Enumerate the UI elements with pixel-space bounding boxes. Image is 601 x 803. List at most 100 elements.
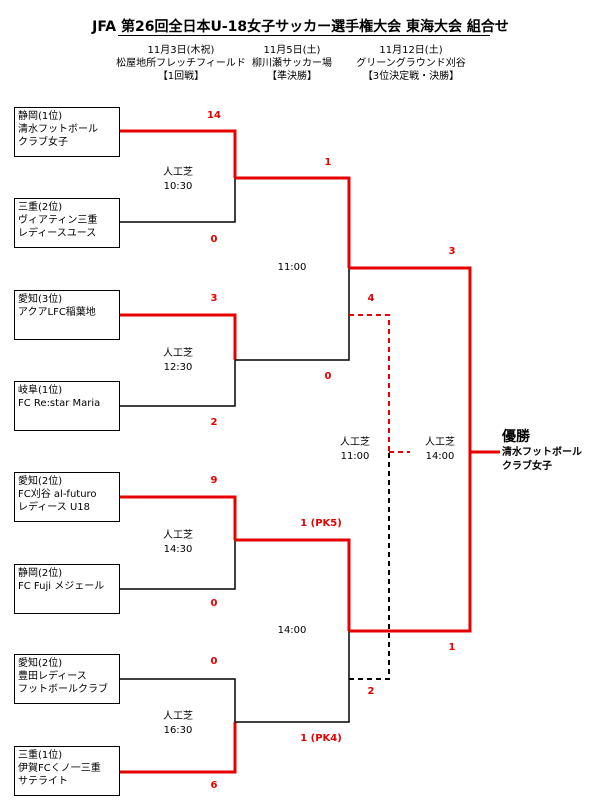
r1m4-bot-line [120, 722, 237, 774]
team-4-name: FC Re:star Maria [18, 398, 101, 409]
team-5-name-cont: レディース U18 [18, 502, 91, 513]
third-venue: 人工芝 11:00 [325, 436, 385, 464]
team-3-name: アクアLFC稲葉地 [18, 307, 96, 318]
team-7-name-cont: フットボールクラブ [18, 684, 108, 695]
r1m3-time: 14:30 [163, 544, 193, 555]
score-final-bot: 1 [448, 642, 456, 653]
r1m2-surface: 人工芝 [163, 348, 193, 359]
round-3-date: 11月12日(土) [379, 45, 443, 56]
score-sf1-top: 1 [324, 157, 332, 168]
final-time: 14:00 [425, 451, 455, 462]
r1m4-venue: 人工芝 16:30 [148, 710, 208, 738]
third-bot-line [349, 452, 390, 680]
team-box-3: 愛知(3位) アクアLFC稲葉地 [14, 290, 120, 340]
team-box-7: 愛知(2位) 豊田レディース フットボールクラブ [14, 654, 120, 704]
team-4-region: 岐阜(1位) [18, 385, 63, 396]
r1m4-surface: 人工芝 [163, 711, 193, 722]
team-2-region: 三重(2位) [18, 202, 63, 213]
champion-team-line1: 清水フットボール [502, 447, 582, 458]
r1m2-top-line [120, 313, 237, 360]
score-final-top: 3 [448, 246, 456, 257]
score-sf1-bot: 0 [324, 371, 332, 382]
sf1-top-line [235, 176, 351, 268]
r1m1-time: 10:30 [163, 181, 193, 192]
title-underline [118, 35, 490, 36]
score-r1m2-top: 3 [210, 293, 218, 304]
sf2-bot-line [235, 631, 350, 723]
score-third-top: 4 [367, 293, 375, 304]
score-r1m4-top: 0 [210, 656, 218, 667]
r1m4-time: 16:30 [163, 725, 193, 736]
champion-label: 優勝 [502, 429, 530, 445]
round-2-label: 【準決勝】 [267, 71, 317, 82]
r1m3-venue: 人工芝 14:30 [148, 529, 208, 557]
page-title: JFA 第26回全日本U-18女子サッカー選手権大会 東海大会 組合せ [92, 19, 509, 35]
team-6-region: 静岡(2位) [18, 568, 63, 579]
team-1-region: 静岡(1位) [18, 111, 63, 122]
team-6-name: FC Fuji メジェール [18, 581, 105, 592]
team-3-region: 愛知(3位) [18, 294, 63, 305]
team-1-name-cont: クラブ女子 [18, 137, 68, 148]
r1m1-top-line [120, 129, 237, 178]
r1m3-surface: 人工芝 [163, 530, 193, 541]
r1m1-bot-line [120, 178, 236, 223]
team-5-name: FC刈谷 al-futuro [18, 489, 97, 500]
final-top-line [349, 266, 472, 452]
team-8-name-cont: サテライト [18, 776, 68, 787]
sf2-time: 14:00 [277, 625, 307, 636]
team-7-region: 愛知(2位) [18, 658, 63, 669]
r1m3-top-line [120, 495, 237, 540]
score-sf2-top: 1 (PK5) [300, 518, 342, 529]
team-7-name: 豊田レディース [18, 671, 87, 682]
team-8-name: 伊賀FCくノ一三重 [18, 763, 101, 774]
round-1-venue: 松屋地所フレッチフィールド [116, 58, 246, 69]
round-header-1: 11月3日(木祝) 松屋地所フレッチフィールド 【1回戦】 [106, 44, 256, 83]
team-8-region: 三重(1位) [18, 750, 63, 761]
r1m1-surface: 人工芝 [163, 167, 193, 178]
round-3-venue: グリーングラウンド刈谷 [356, 58, 466, 69]
r1m2-venue: 人工芝 12:30 [148, 347, 208, 375]
r1m4-top-line [120, 678, 236, 722]
score-r1m2-bot: 2 [210, 417, 218, 428]
champion-team-line2: クラブ女子 [502, 461, 552, 472]
third-top-line [349, 314, 390, 452]
team-box-5: 愛知(2位) FC刈谷 al-futuro レディース U18 [14, 472, 120, 522]
team-box-2: 三重(2位) ヴィアティン三重 レディースユース [14, 198, 120, 248]
score-r1m4-bot: 6 [210, 780, 218, 791]
score-r1m3-top: 9 [210, 475, 218, 486]
r1m2-time: 12:30 [163, 362, 193, 373]
team-box-4: 岐阜(1位) FC Re:star Maria [14, 381, 120, 431]
round-1-label: 【1回戦】 [157, 71, 205, 82]
r1m3-bot-line [120, 540, 236, 590]
r1m1-venue: 人工芝 10:30 [148, 166, 208, 194]
sf1-time: 11:00 [277, 262, 307, 273]
round-2-date: 11月5日(土) [263, 45, 321, 56]
score-sf2-bot: 1 (PK4) [300, 733, 342, 744]
team-2-name-cont: レディースユース [18, 228, 97, 239]
team-box-8: 三重(1位) 伊賀FCくノ一三重 サテライト [14, 746, 120, 796]
score-r1m1-top: 14 [207, 110, 221, 121]
round-2-venue: 柳川瀬サッカー場 [252, 58, 332, 69]
final-venue: 人工芝 14:00 [410, 436, 470, 464]
team-2-name: ヴィアティン三重 [18, 215, 98, 226]
score-r1m3-bot: 0 [210, 598, 218, 609]
team-5-region: 愛知(2位) [18, 476, 63, 487]
third-time: 11:00 [340, 451, 370, 462]
final-surface: 人工芝 [425, 437, 455, 448]
r1m2-bot-line [120, 360, 236, 407]
champion-team: 清水フットボール クラブ女子 [502, 446, 582, 474]
team-box-6: 静岡(2位) FC Fuji メジェール [14, 564, 120, 614]
score-r1m1-bot: 0 [210, 234, 218, 245]
final-bot-line [349, 452, 472, 633]
round-header-2: 11月5日(土) 柳川瀬サッカー場 【準決勝】 [217, 44, 367, 83]
score-third-bot: 2 [367, 686, 375, 697]
third-surface: 人工芝 [340, 437, 370, 448]
sf2-top-line [235, 538, 351, 631]
round-header-3: 11月12日(土) グリーングラウンド刈谷 【3位決定戦・決勝】 [336, 44, 486, 83]
sf1-bot-line [235, 268, 350, 361]
round-1-date: 11月3日(木祝) [147, 45, 215, 56]
round-3-label: 【3位決定戦・決勝】 [362, 71, 460, 82]
team-1-name: 清水フットボール [18, 124, 98, 135]
team-box-1: 静岡(1位) 清水フットボール クラブ女子 [14, 107, 120, 157]
